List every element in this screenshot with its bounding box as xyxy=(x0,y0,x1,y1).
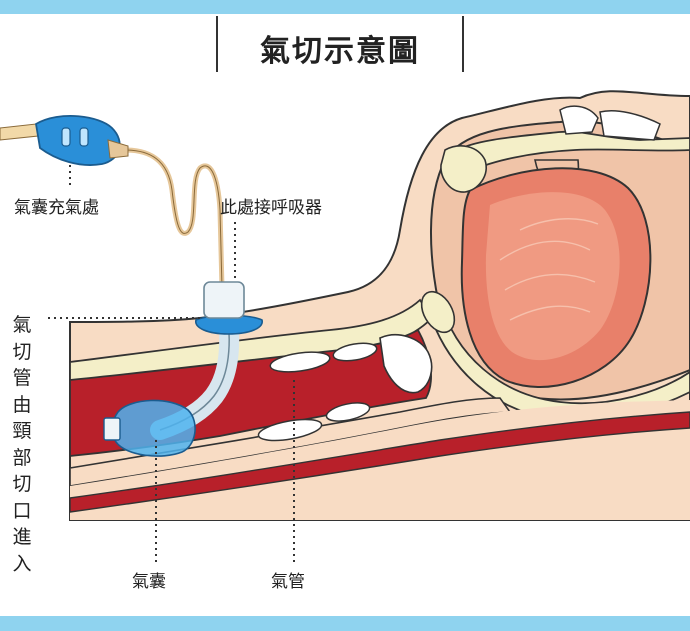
tongue-inner xyxy=(485,192,620,361)
label-trachea: 氣管 xyxy=(271,572,305,592)
epiglottis xyxy=(420,290,456,334)
inflation-line xyxy=(124,147,225,289)
pilot-balloon-tail xyxy=(107,139,129,159)
tongue-texture xyxy=(499,218,599,321)
pilot-tube xyxy=(0,123,39,141)
pilot-valve-1 xyxy=(61,127,71,147)
title-frame: 氣切示意圖 xyxy=(216,16,464,72)
label-cuff-inflation-port: 氣囊充氣處 xyxy=(14,198,99,218)
cartilage-ring-4 xyxy=(325,402,371,422)
palate-bone xyxy=(453,130,690,177)
label-cuff: 氣囊 xyxy=(132,572,166,592)
page-title: 氣切示意圖 xyxy=(260,34,420,69)
upper-teeth xyxy=(559,105,599,135)
pilot-valve-2 xyxy=(79,127,89,147)
top-accent-bar xyxy=(0,0,690,14)
label-ventilator-connection: 此處接呼吸器 xyxy=(220,198,322,218)
cartilage-ring-2 xyxy=(332,342,378,362)
ventilator-connector xyxy=(203,281,245,319)
cartilage-ring-1 xyxy=(269,351,331,373)
inflation-line-outline xyxy=(124,149,223,289)
bottom-accent-bar xyxy=(0,616,690,631)
deep-muscle xyxy=(69,411,690,513)
vertebra-upper xyxy=(440,145,487,193)
tube-cuff xyxy=(111,399,196,457)
tube-tip xyxy=(103,417,121,441)
cartilage-ring-3 xyxy=(257,418,323,442)
hyoid-bone xyxy=(379,334,433,394)
label-tube-entry: 氣切管由頸部切口進入 xyxy=(12,314,32,575)
upper-teeth-2 xyxy=(599,110,661,141)
pilot-balloon xyxy=(35,115,121,166)
